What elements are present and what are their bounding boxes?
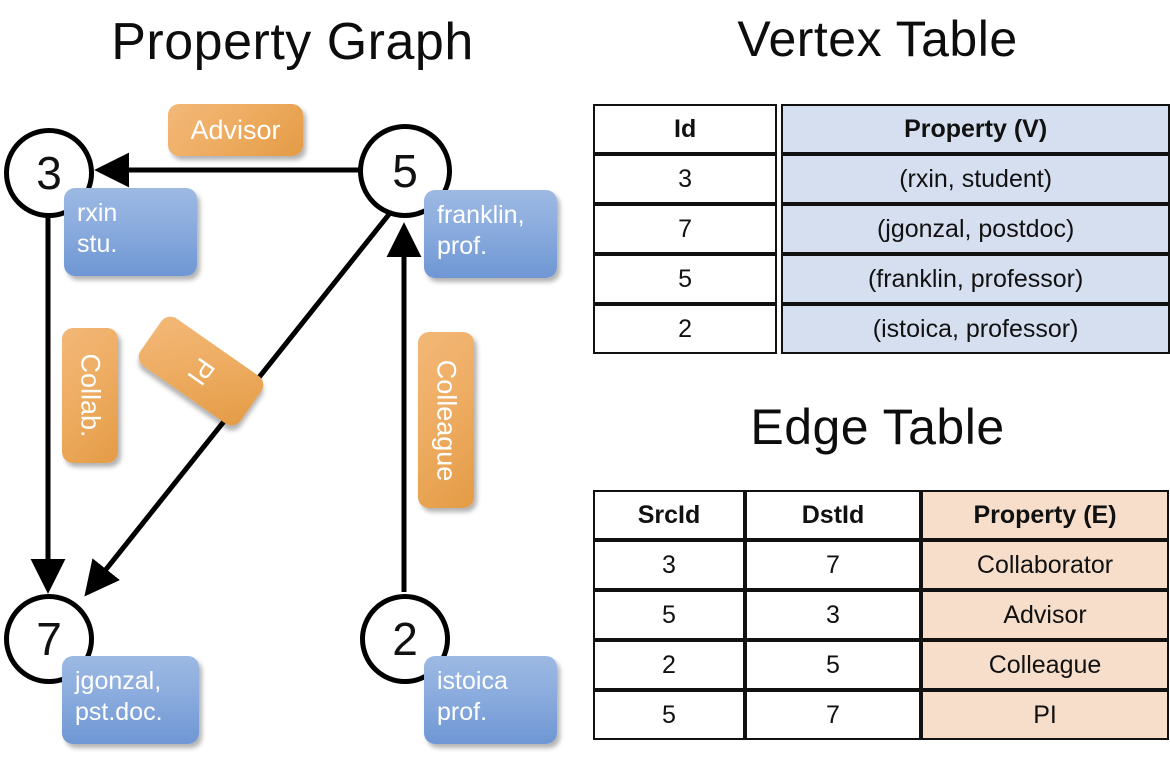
vertex-cell-property: (franklin, professor) (781, 254, 1170, 304)
edge-cell-dstid: 7 (745, 540, 921, 590)
node-2-property-line2: prof. (437, 697, 488, 726)
edge-label-collab-text: Collab. (75, 353, 106, 438)
edge-label-colleague-text: Colleague (431, 359, 462, 481)
vertex-cell-property: (istoica, professor) (781, 304, 1170, 354)
table-row[interactable]: 5 7 PI (593, 690, 1169, 740)
edge-cell-property: Collaborator (921, 540, 1169, 590)
edge-table-title: Edge Table (750, 399, 1005, 455)
edge-cell-dstid: 7 (745, 690, 921, 740)
vertex-cell-property: (jgonzal, postdoc) (781, 204, 1170, 254)
edge-header-srcid: SrcId (593, 490, 745, 540)
property-graph-title: Property Graph (111, 13, 474, 71)
edge-label-advisor: Advisor (168, 104, 303, 156)
edge-cell-property: Advisor (921, 590, 1169, 640)
column-gap (777, 104, 782, 154)
graph-node-2[interactable]: 2 (360, 594, 450, 684)
edge-table: SrcId DstId Property (E) 3 7 Collaborato… (593, 490, 1169, 740)
node-2-id: 2 (392, 613, 418, 665)
edge-cell-dstid: 3 (745, 590, 921, 640)
vertex-header-id: Id (593, 104, 778, 154)
edge-label-pi-text: PI (181, 352, 222, 391)
vertex-table: Id Property (V) 3 (rxin, student) 7 (jgo… (593, 104, 1170, 354)
table-row[interactable]: 2 (istoica, professor) (593, 304, 1170, 354)
node-5-property-line1: franklin, (437, 201, 525, 229)
node-7-property-line1: jgonzal, (75, 667, 162, 695)
edge-cell-srcid: 5 (593, 590, 745, 640)
edge-cell-property: Colleague (921, 640, 1169, 690)
table-row[interactable]: 3 7 Collaborator (593, 540, 1169, 590)
graph-node-5[interactable]: 5 (358, 124, 452, 218)
table-row[interactable]: 2 5 Colleague (593, 640, 1169, 690)
edge-label-advisor-text: Advisor (190, 114, 281, 145)
edge-cell-srcid: 2 (593, 640, 745, 690)
edge-header-dstid: DstId (745, 490, 921, 540)
node-7-id: 7 (36, 613, 62, 665)
vertex-cell-id: 7 (593, 204, 778, 254)
edge-table-header-row: SrcId DstId Property (E) (593, 490, 1169, 540)
table-row[interactable]: 5 3 Advisor (593, 590, 1169, 640)
vertex-table-header-row: Id Property (V) (593, 104, 1170, 154)
vertex-header-property: Property (V) (781, 104, 1170, 154)
node-3-property-box: rxin stu. (64, 188, 197, 276)
vertex-table-title: Vertex Table (737, 11, 1018, 67)
table-row[interactable]: 3 (rxin, student) (593, 154, 1170, 204)
node-5-property-line2: prof. (437, 231, 488, 260)
node-5-property-box: franklin, prof. (424, 190, 557, 278)
table-row[interactable]: 5 (franklin, professor) (593, 254, 1170, 304)
column-gap (777, 154, 782, 204)
column-gap (777, 204, 782, 254)
node-7-property-line2: pst.doc. (75, 697, 163, 726)
edge-cell-property: PI (921, 690, 1169, 740)
vertex-cell-id: 5 (593, 254, 778, 304)
column-gap (777, 304, 782, 354)
vertex-cell-id: 3 (593, 154, 778, 204)
edge-cell-dstid: 5 (745, 640, 921, 690)
node-7-property-box: jgonzal, pst.doc. (62, 656, 199, 744)
edge-header-property: Property (E) (921, 490, 1169, 540)
column-gap (777, 254, 782, 304)
vertex-cell-id: 2 (593, 304, 778, 354)
node-2-property-box: istoica prof. (424, 656, 557, 744)
node-2-property-line1: istoica (437, 667, 508, 695)
table-row[interactable]: 7 (jgonzal, postdoc) (593, 204, 1170, 254)
vertex-cell-property: (rxin, student) (781, 154, 1170, 204)
node-5-id: 5 (392, 145, 418, 197)
node-3-id: 3 (36, 147, 62, 199)
edge-label-colleague: Colleague (418, 332, 474, 508)
edge-cell-srcid: 3 (593, 540, 745, 590)
node-3-property-line1: rxin (77, 199, 118, 227)
node-3-property-line2: stu. (77, 229, 118, 258)
edge-label-collab: Collab. (62, 328, 118, 463)
edge-cell-srcid: 5 (593, 690, 745, 740)
